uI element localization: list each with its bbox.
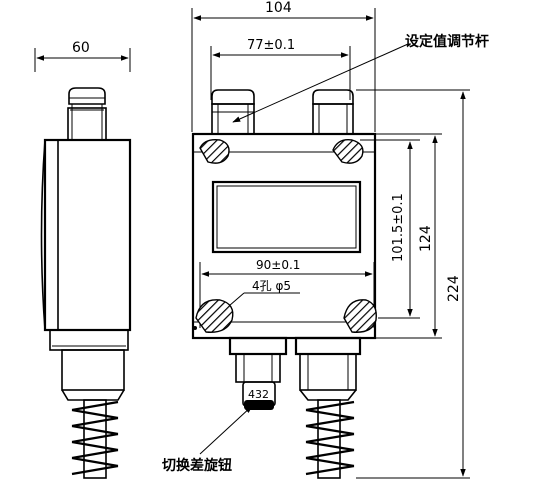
mount-holes-callout: 4孔 φ5	[221, 279, 300, 313]
side-width-label: 60	[72, 40, 90, 56]
body-height-label: 124	[418, 225, 434, 252]
switch-knob-callout: 切换差旋钮	[162, 405, 253, 474]
adjust-spacing-label: 77±0.1	[247, 38, 295, 53]
side-screw-head	[67, 87, 107, 141]
dim-total-height: 224	[356, 89, 470, 479]
setpoint-label: 设定值调节杆	[405, 33, 489, 50]
right-bottom-fitting	[294, 336, 362, 479]
total-height-label: 224	[446, 275, 462, 302]
left-bottom-fitting	[228, 336, 288, 383]
dim-body-height: 124	[375, 133, 442, 339]
dim-front-width: 104	[191, 0, 376, 132]
knob-marking: 432	[248, 388, 269, 401]
hatch-top-right	[332, 139, 364, 164]
front-spring	[305, 400, 355, 476]
switch-knob-label: 切换差旋钮	[162, 457, 232, 474]
mount-spacing-label: 90±0.1	[256, 258, 300, 272]
dim-side-width: 60	[34, 40, 131, 72]
side-view: 60	[34, 40, 132, 479]
right-top-screw	[312, 89, 354, 135]
hatch-bottom-left	[195, 299, 234, 333]
side-spring	[71, 400, 119, 476]
front-width-label: 104	[265, 0, 292, 16]
dim-inner-height: 101.5±0.1	[360, 139, 420, 319]
nameplate-window	[211, 180, 362, 254]
inner-height-label: 101.5±0.1	[391, 193, 406, 262]
front-view: 104 77±0.1	[162, 0, 489, 479]
mount-holes-label: 4孔 φ5	[252, 279, 291, 293]
setpoint-callout: 设定值调节杆	[232, 33, 489, 123]
hatch-top-left	[199, 138, 230, 164]
dim-mount-spacing: 90±0.1	[199, 258, 375, 328]
hatch-bottom-right	[343, 299, 377, 333]
left-top-screw	[211, 89, 255, 135]
side-body	[40, 138, 132, 351]
switch-knob: 432	[242, 381, 276, 410]
